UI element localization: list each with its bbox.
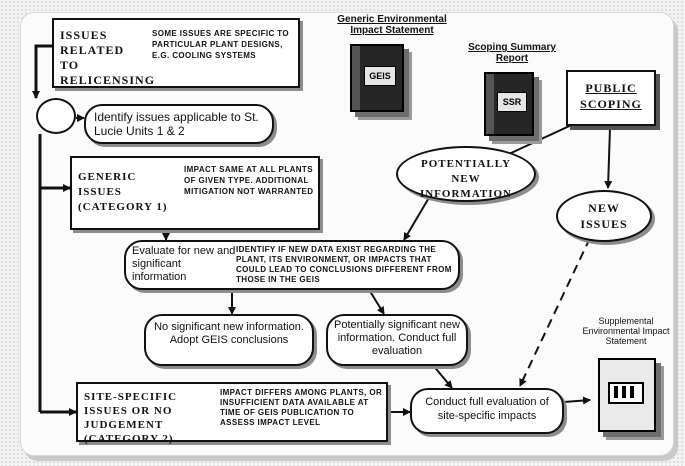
public-to-new-issues [604,127,613,189]
new-issues-oval: New Issues [556,190,652,242]
new-issues-label: New Issues [580,201,628,231]
seis-binder-rings [608,382,644,404]
geis-book-icon: GEIS [350,44,404,112]
site-specific-note: Impact differs among plants, or insuffic… [220,388,383,427]
site-specific-label: Site-Specific Issues or No Judgement (Ca… [84,391,178,445]
potentially-significant-box: Potentially significant new information.… [326,314,468,366]
identify-issues-text: Identify issues applicable to St. Lucie … [94,110,259,138]
evaluate-note: Identify if new data exist regarding the… [236,245,452,284]
conduct-to-seis [563,396,591,405]
geis-book-label: GEIS [364,66,396,86]
generic-issues-note: Impact same at all plants of given type.… [184,165,314,196]
issues-related-note: Some issues are specific to particular p… [152,29,290,60]
no-significant-box: No significant new information. Adopt GE… [144,314,314,366]
site-specific-box: Site-Specific Issues or No Judgement (Ca… [76,382,388,445]
ssr-book-icon: SSR [484,72,534,136]
seis-binder-icon [598,358,656,432]
ssr-book-label: SSR [497,92,527,112]
generic-issues-label: Generic Issues (Category 1) [78,171,168,213]
no-significant-text: No significant new information. Adopt GE… [154,321,304,346]
geis-caption: Generic Environmental Impact Statement [337,14,447,36]
identify-issues-box: Identify issues applicable to St. Lucie … [84,104,274,144]
conduct-full-box: Conduct full evaluation of site-specific… [410,388,564,434]
conduct-full-text: Conduct full evaluation of site-specific… [425,396,549,422]
public-scoping-label: Public Scoping [580,81,642,111]
scoping-caption: Scoping Summary Report [462,42,562,64]
seis-caption: Supplemental Environmental Impact Statem… [582,316,670,346]
new-issues-to-conduct [519,237,591,387]
issues-related-label: Issues related to Relicensing [60,28,156,87]
potentially-significant-text: Potentially significant new information.… [334,319,460,357]
ssr-book-spine [486,74,494,134]
potentially-new-oval: Potentially New Information [396,146,536,202]
potentially-new-label: Potentially New Information [419,158,513,200]
geis-book-spine [352,46,360,110]
evaluate-box: Evaluate for new and significant informa… [124,240,460,290]
spine-from-issues [32,44,52,99]
evaluate-label: Evaluate for new and significant informa… [132,245,236,283]
issues-related-box: Issues related to Relicensing Some issue… [52,18,300,88]
scoping-caption-text: Scoping Summary Report [468,42,556,64]
potentially-new-to-evaluate [403,195,431,241]
evaluate-to-potential [367,287,385,315]
start-node [36,98,76,134]
generic-issues-box: Generic Issues (Category 1) Impact same … [70,156,320,230]
public-scoping-box: Public Scoping [566,70,656,126]
potential-to-conduct [431,363,453,389]
